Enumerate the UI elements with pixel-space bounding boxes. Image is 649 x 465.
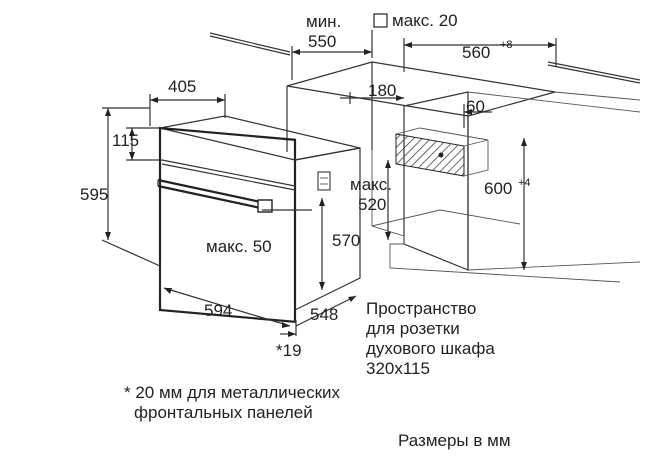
- socket-note-line1: Пространство: [366, 299, 476, 318]
- oven-body: [157, 115, 361, 324]
- label-min: мин.: [306, 12, 341, 31]
- label-60: 60: [466, 97, 485, 116]
- label-520: 520: [358, 195, 386, 214]
- socket-note-line2: для розетки: [366, 319, 460, 338]
- label-max50: макс. 50: [206, 237, 272, 256]
- label-star19: *19: [276, 341, 302, 360]
- label-594: 594: [204, 301, 232, 320]
- footnote-line1: * 20 мм для металлических: [124, 383, 341, 402]
- label-550: 550: [308, 32, 336, 51]
- socket-space: [395, 127, 489, 177]
- socket-note-line4: 320x115: [366, 359, 430, 378]
- socket-note-line3: духового шкафа: [366, 339, 495, 358]
- label-max20: макс. 20: [392, 11, 458, 30]
- dimension-lines: [101, 30, 557, 337]
- label-405: 405: [168, 77, 196, 96]
- label-560-tol: +8: [500, 39, 513, 51]
- label-570: 570: [332, 231, 360, 250]
- label-max520: макс.: [350, 175, 392, 194]
- footnote-line2: фронтальных панелей: [134, 403, 313, 422]
- label-595: 595: [80, 185, 108, 204]
- label-548: 548: [310, 305, 338, 324]
- cabinet-niche: [209, 32, 641, 283]
- label-115: 115: [112, 131, 139, 150]
- square-symbol: [373, 13, 388, 28]
- notes: Пространство для розетки духового шкафа …: [124, 299, 511, 450]
- label-600: 600: [484, 179, 512, 198]
- label-600-tol: +4: [518, 177, 531, 189]
- label-180: 180: [368, 81, 396, 100]
- dimension-labels: мин. 550 макс. 20 560 +8 405 180 60 115 …: [80, 11, 531, 360]
- label-560: 560: [462, 43, 490, 62]
- units-note: Размеры в мм: [398, 431, 511, 450]
